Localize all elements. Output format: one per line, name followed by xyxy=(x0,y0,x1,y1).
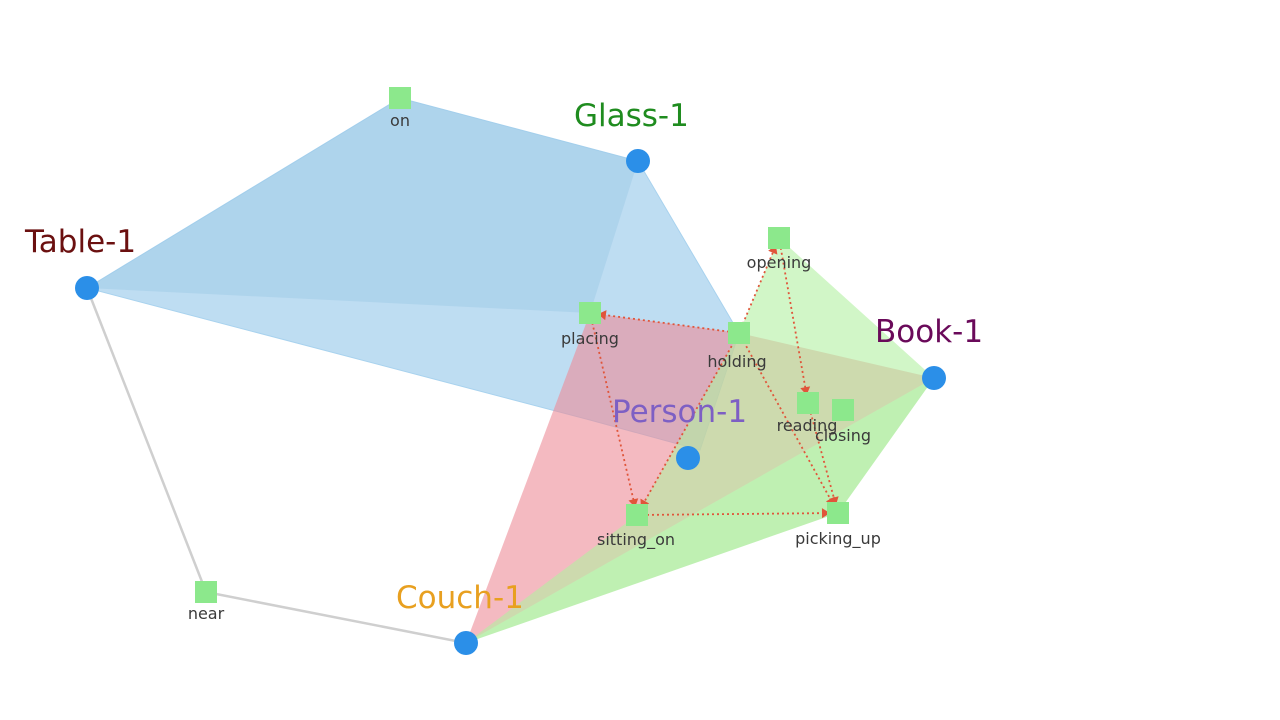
hyperedge-hull-green-facet xyxy=(466,378,934,643)
relation-label-closing: closing xyxy=(815,426,871,445)
relation-label-sitting-on: sitting_on xyxy=(597,530,675,550)
near-edge xyxy=(205,590,467,645)
object-node-couch[interactable] xyxy=(454,631,478,655)
relation-node-opening[interactable] xyxy=(768,227,790,249)
relation-label-placing: placing xyxy=(561,329,619,348)
arrowhead-icon xyxy=(597,310,607,321)
relation-node-closing[interactable] xyxy=(832,399,854,421)
relation-node-reading[interactable] xyxy=(797,392,819,414)
temporal-edge xyxy=(738,237,780,334)
relation-label-opening: opening xyxy=(747,253,812,272)
relation-label-reading: reading xyxy=(777,416,838,435)
temporal-edge xyxy=(738,332,839,514)
object-node-table[interactable] xyxy=(75,276,99,300)
relation-node-sitting-on[interactable] xyxy=(626,504,648,526)
object-node-person[interactable] xyxy=(676,446,700,470)
object-node-book[interactable] xyxy=(922,366,946,390)
object-label-person: Person-1 xyxy=(612,394,747,430)
object-node-glass[interactable] xyxy=(626,149,650,173)
relation-label-near: near xyxy=(188,604,225,623)
object-label-couch: Couch-1 xyxy=(396,580,524,616)
temporal-edge xyxy=(589,312,740,334)
hyperedge-hulls xyxy=(85,97,934,643)
relation-node-picking-up[interactable] xyxy=(827,502,849,524)
relation-label-holding: holding xyxy=(707,352,766,371)
temporal-edge xyxy=(807,402,839,514)
relation-node-placing[interactable] xyxy=(579,302,601,324)
object-label-book: Book-1 xyxy=(875,314,983,350)
hyperedge-hull-blue-facet xyxy=(87,98,638,313)
relation-node-on[interactable] xyxy=(389,87,411,109)
relation-node-holding[interactable] xyxy=(728,322,750,344)
relation-label-picking-up: picking_up xyxy=(795,529,881,549)
graph-nodes xyxy=(75,87,946,655)
object-label-glass: Glass-1 xyxy=(574,98,689,134)
relation-label-on: on xyxy=(390,111,410,130)
temporal-edge xyxy=(636,512,839,516)
relation-node-near[interactable] xyxy=(195,581,217,603)
object-label-table: Table-1 xyxy=(24,224,136,260)
arrowhead-icon xyxy=(821,508,831,519)
hyperedge-hull-green xyxy=(466,238,934,643)
arrowhead-icon xyxy=(800,386,811,396)
near-edge xyxy=(85,287,208,593)
